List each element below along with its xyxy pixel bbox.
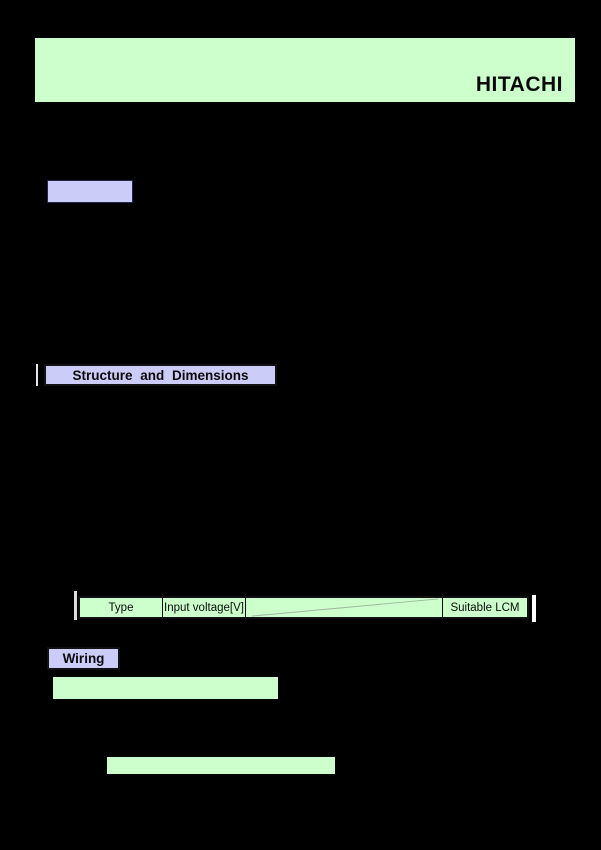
inverter-selection-table: Type Input voltage[V] Suitable LCM (78, 596, 529, 619)
highlight-box-empty (47, 180, 133, 203)
highlight-bar-1 (53, 677, 278, 699)
highlight-bar-2 (107, 757, 335, 774)
scan-artifact-sliver (36, 364, 38, 386)
diagonal-slash-line (251, 598, 439, 617)
section-heading-label: Wiring (62, 651, 105, 666)
scan-artifact-sliver (532, 595, 536, 622)
table-header-type: Type (108, 601, 134, 614)
scan-artifact-sliver (74, 591, 77, 620)
table-header-input-voltage: Input voltage[V] (162, 598, 245, 617)
header-bar: HITACHI (35, 38, 575, 102)
section-heading-label: Structure and Dimensions (72, 367, 249, 383)
hitachi-logo: HITACHI (475, 73, 563, 96)
table-header-suitable-lcm: Suitable LCM (442, 598, 527, 617)
section-heading-structure-and-dimensions: Structure and Dimensions (44, 364, 277, 386)
section-heading-wiring: Wiring (47, 647, 120, 670)
table-cell-diagonal-blank (245, 598, 442, 617)
